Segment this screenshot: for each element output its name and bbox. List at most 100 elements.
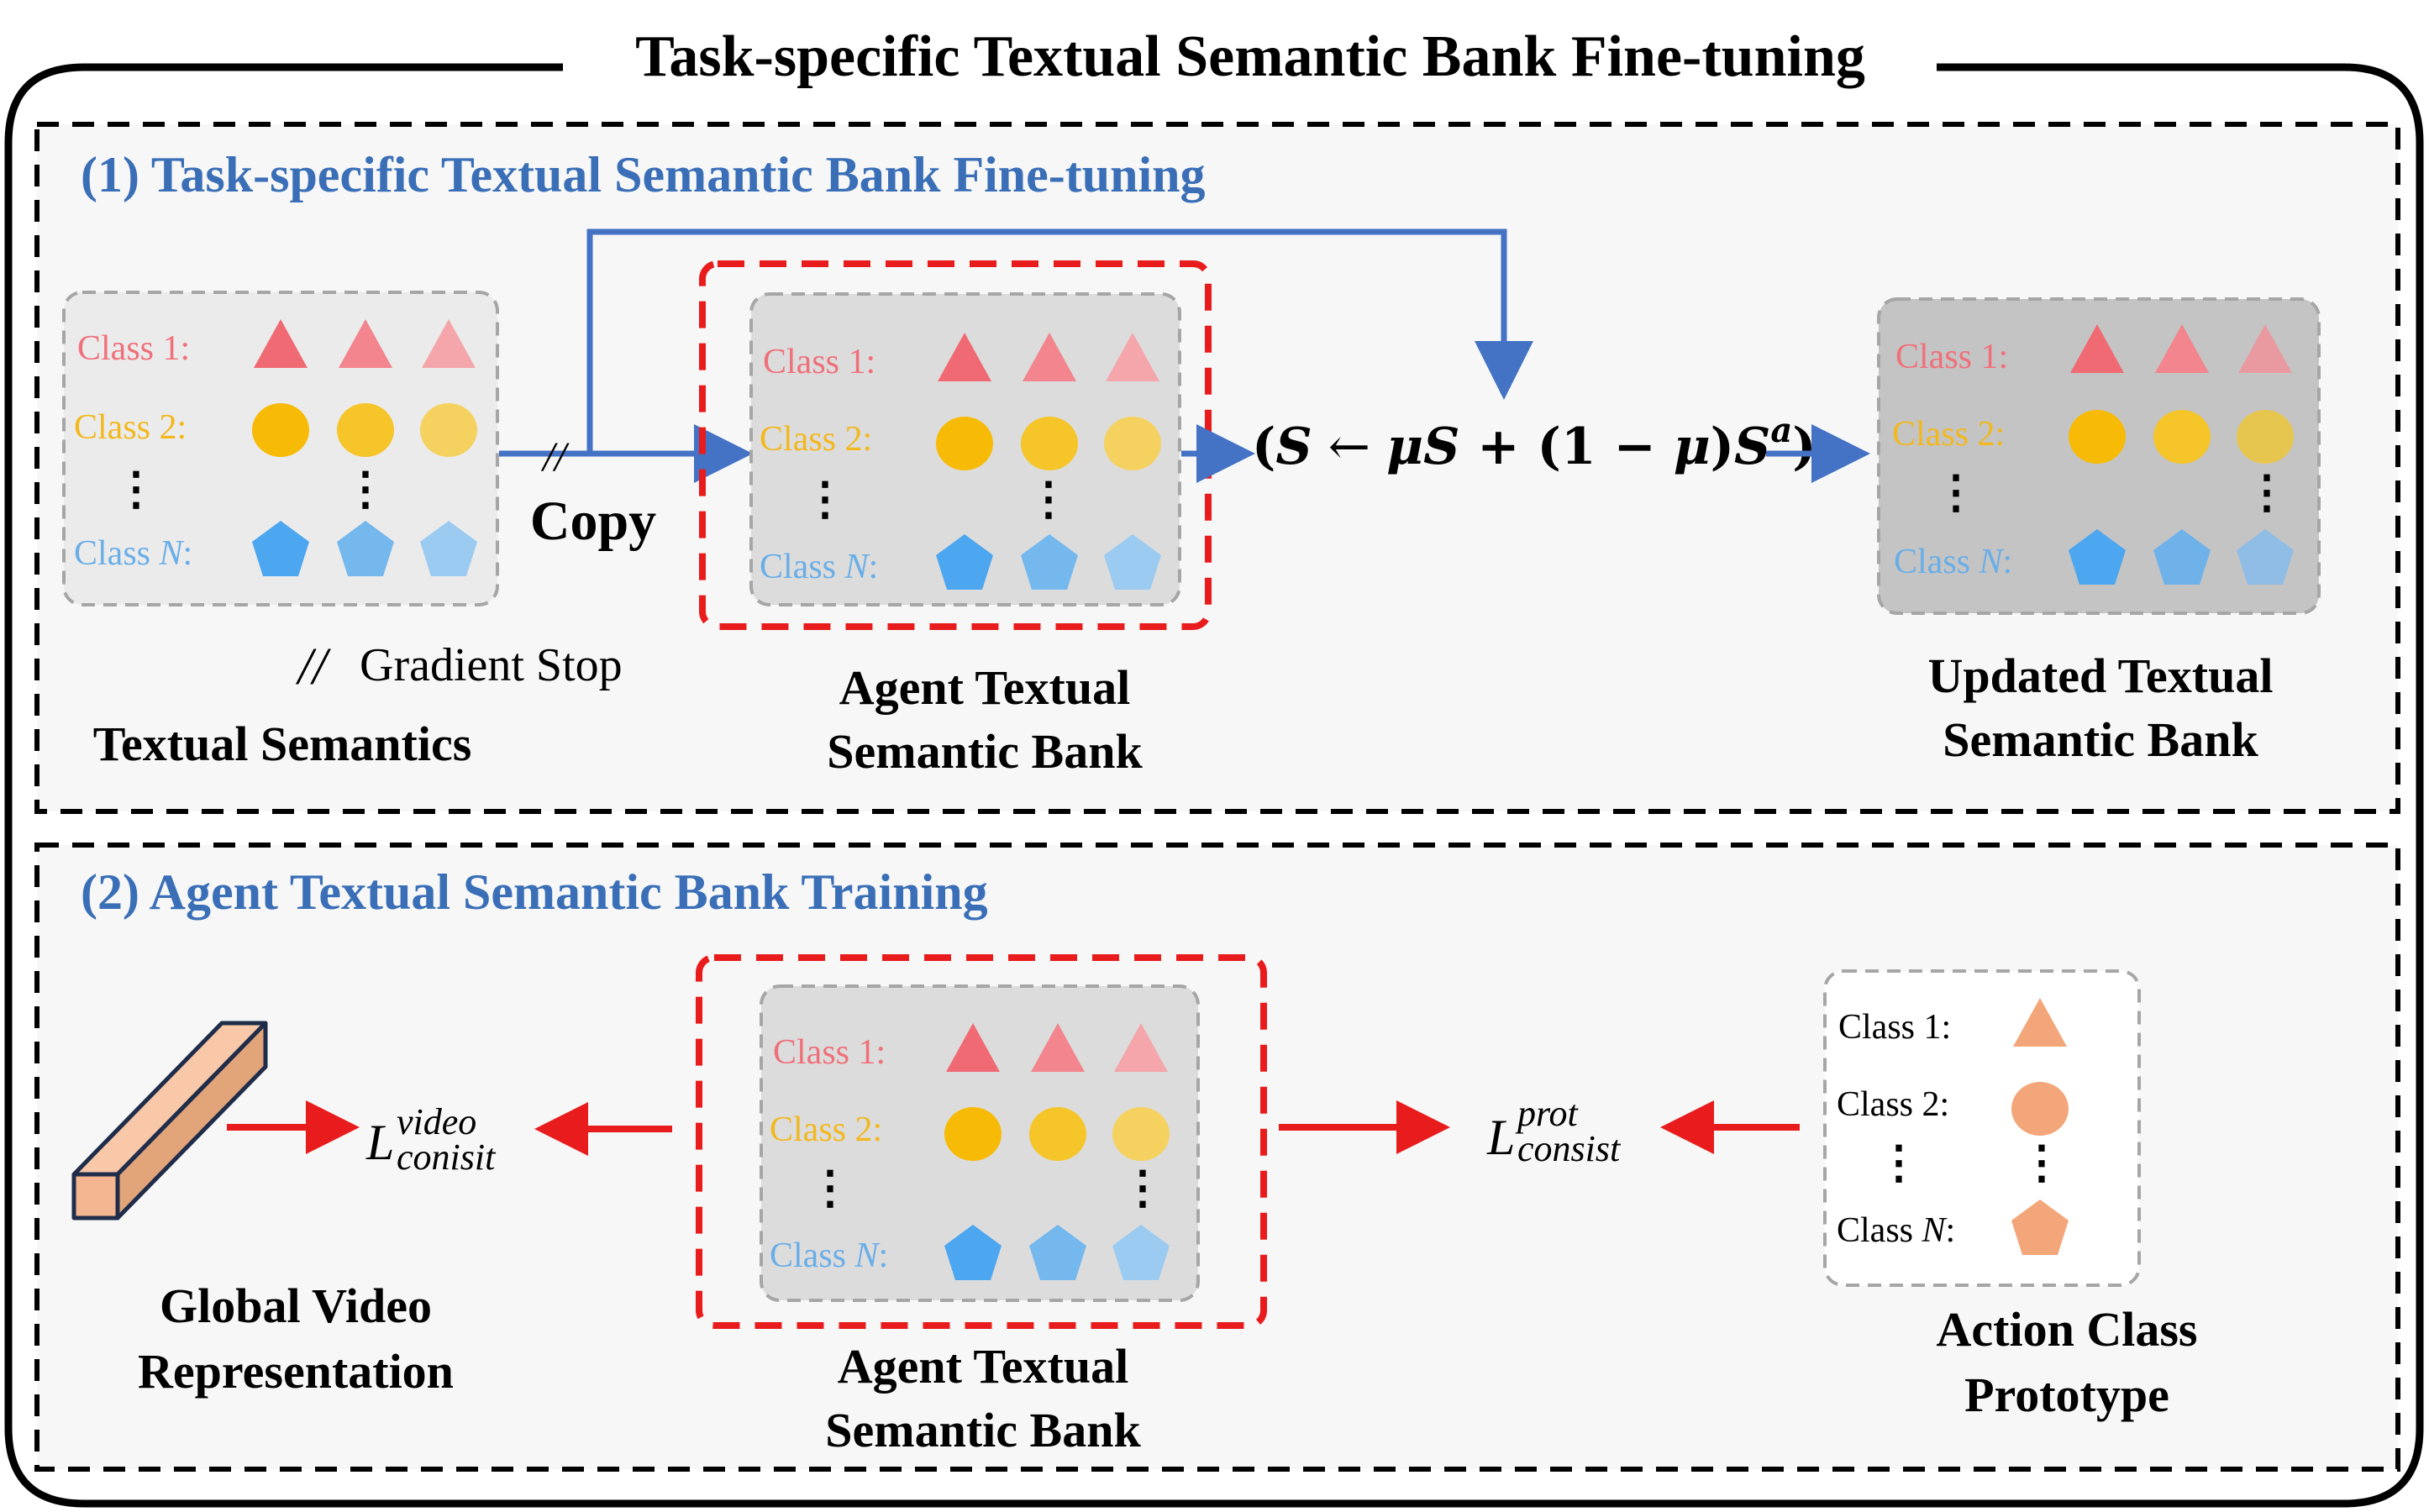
class-1-label: Class 1:: [763, 343, 875, 381]
agent-bank-caption-line2: Semantic Bank: [827, 724, 1143, 779]
video-consistency-loss: L: [365, 1115, 394, 1170]
global-video-bar-icon: [71, 1021, 268, 1221]
prot-loss-superscript: prot: [1515, 1093, 1579, 1134]
class-1-triangle-icon: [1106, 333, 1159, 381]
class-2-label: Class 2:: [1892, 415, 2005, 454]
section1-heading: (1) Task-specific Textual Semantic Bank …: [81, 147, 1206, 202]
prototype-caption-line1: Action Class: [1937, 1302, 2198, 1357]
class-n-pentagon-icon: [2237, 529, 2294, 585]
class-1-triangle-icon: [339, 319, 392, 368]
agent-bank-caption-line2: Semantic Bank: [825, 1403, 1141, 1457]
class-n-label: Class N:: [74, 534, 192, 573]
class-n-pentagon-icon: [1104, 534, 1161, 590]
gradient-stop-legend-text: Gradient Stop: [360, 639, 623, 691]
prototype-consistency-loss: L: [1486, 1110, 1515, 1165]
class-1-triangle-icon: [938, 333, 991, 381]
class-2-circle-icon: [2069, 410, 2126, 464]
updated-bank-caption-line1: Updated Textual: [1928, 648, 2274, 703]
class-1-label: Class 1:: [773, 1033, 886, 1072]
class-2-circle-icon: [2011, 1082, 2069, 1136]
action-prototype-box: Class 1: Class 2: Class N: ⋮ ⋮: [1823, 969, 2141, 1287]
class-1-triangle-icon: [946, 1023, 1000, 1072]
class-2-circle-icon: [337, 403, 394, 457]
vertical-ellipsis: ⋮: [807, 1163, 853, 1213]
class-2-circle-icon: [2153, 410, 2211, 464]
agent-bank-box: Class 1: Class 2: Class N: ⋮ ⋮: [749, 292, 1181, 606]
global-video-caption-line2: Representation: [138, 1344, 454, 1399]
class-n-pentagon-icon: [420, 521, 477, 576]
agent-bank-highlight: [699, 260, 1212, 630]
class-n-pentagon-icon: [252, 521, 309, 576]
class-2-circle-icon: [420, 403, 477, 457]
vertical-ellipsis: ⋮: [343, 464, 388, 514]
agent-bank-caption-line1: Agent Textual: [838, 1339, 1128, 1394]
class-1-triangle-icon: [2013, 998, 2067, 1047]
class-n-pentagon-icon: [1029, 1225, 1086, 1280]
textual-semantics-caption: Textual Semantics: [93, 717, 472, 771]
class-n-label: Class N:: [1894, 543, 2012, 581]
class-1-triangle-icon: [2238, 324, 2292, 373]
class-2-circle-icon: [936, 417, 993, 470]
agent-bank-highlight: [696, 954, 1267, 1329]
gradient-stop-legend-mark: //: [296, 638, 331, 696]
video-loss-subscript: conisit: [397, 1137, 497, 1178]
class-n-pentagon-icon: [1021, 534, 1078, 590]
copy-label: Copy: [530, 491, 656, 552]
vertical-ellipsis: ⋮: [1876, 1137, 1922, 1188]
outer-frame: [4, 63, 2424, 1508]
agent-bank-caption-line1: Agent Textual: [839, 660, 1130, 715]
feedback-arrow: [586, 228, 1533, 454]
class-n-pentagon-icon: [936, 534, 993, 590]
vertical-ellipsis: ⋮: [1026, 474, 1071, 524]
class-n-label: Class N:: [760, 548, 878, 586]
vertical-ellipsis: ⋮: [1120, 1163, 1165, 1213]
class-2-label: Class 2:: [770, 1110, 882, 1149]
class-2-circle-icon: [1021, 417, 1078, 470]
class-n-pentagon-icon: [2011, 1200, 2069, 1255]
class-1-triangle-icon: [422, 319, 476, 368]
vertical-ellipsis: ⋮: [113, 464, 159, 514]
class-2-label: Class 2:: [74, 408, 187, 447]
class-1-triangle-icon: [1031, 1023, 1085, 1072]
agent-bank-box: Class 1: Class 2: Class N: ⋮ ⋮: [760, 984, 1200, 1302]
updated-bank-box: Class 1: Class 2: Class N: ⋮ ⋮: [1877, 297, 2321, 615]
class-2-circle-icon: [252, 403, 309, 457]
class-n-pentagon-icon: [2153, 529, 2211, 585]
class-2-circle-icon: [1029, 1107, 1086, 1161]
section2-heading: (2) Agent Textual Semantic Bank Training: [81, 864, 988, 920]
class-2-circle-icon: [2237, 410, 2294, 464]
global-video-caption-line1: Global Video: [160, 1278, 432, 1333]
class-n-pentagon-icon: [2069, 529, 2126, 585]
vertical-ellipsis: ⋮: [1933, 467, 1979, 517]
class-1-label: Class 1:: [77, 329, 190, 368]
class-2-circle-icon: [1104, 417, 1161, 470]
gradient-stop-mark: //: [540, 433, 570, 480]
class-2-circle-icon: [1112, 1107, 1170, 1161]
vertical-ellipsis: ⋮: [2019, 1137, 2064, 1188]
updated-bank-caption-line2: Semantic Bank: [1943, 712, 2258, 767]
prot-loss-subscript: consist: [1517, 1128, 1622, 1169]
class-2-label: Class 2:: [760, 420, 872, 459]
class-1-triangle-icon: [2070, 324, 2124, 373]
class-2-circle-icon: [944, 1107, 1002, 1161]
class-1-triangle-icon: [1114, 1023, 1168, 1072]
class-1-triangle-icon: [1023, 333, 1076, 381]
video-loss-superscript: video: [397, 1101, 476, 1142]
class-2-label: Class 2:: [1837, 1085, 1949, 1124]
class-n-label: Class N:: [1837, 1211, 1955, 1250]
textual-semantics-box: Class 1: Class 2: Class N: ⋮ ⋮: [62, 291, 499, 606]
class-n-pentagon-icon: [1112, 1225, 1170, 1280]
class-n-pentagon-icon: [944, 1225, 1002, 1280]
diagram-title: Task-specific Textual Semantic Bank Fine…: [635, 24, 1865, 89]
class-n-label: Class N:: [770, 1236, 888, 1275]
vertical-ellipsis: ⋮: [802, 474, 848, 524]
class-1-triangle-icon: [2155, 324, 2209, 373]
vertical-ellipsis: ⋮: [2244, 467, 2290, 517]
class-1-label: Class 1:: [1838, 1008, 1951, 1047]
class-n-pentagon-icon: [337, 521, 394, 576]
ema-update-formula: (S ← μS + (1 − μ)Sa): [1252, 411, 1816, 476]
class-1-triangle-icon: [254, 319, 308, 368]
class-1-label: Class 1:: [1895, 338, 2008, 376]
prototype-caption-line2: Prototype: [1964, 1368, 2169, 1422]
